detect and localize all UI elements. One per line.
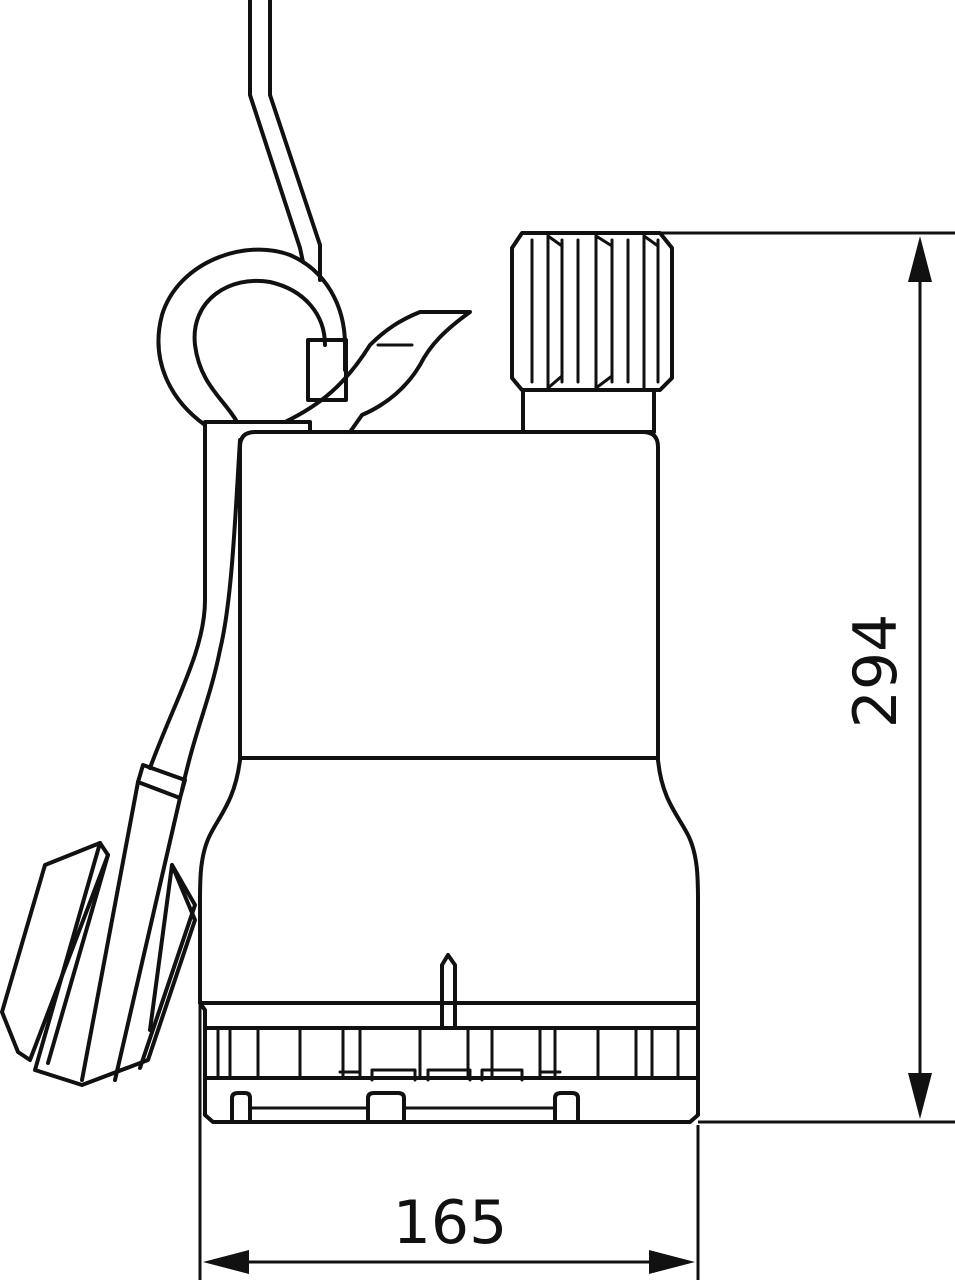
width-arrow-left — [203, 1250, 249, 1274]
width-dimension-label: 165 — [393, 1188, 508, 1258]
carry-handle — [156, 247, 348, 427]
height-dimension: 294 — [660, 231, 955, 1124]
level-pin — [440, 953, 457, 1030]
width-dimension: 165 — [198, 1005, 700, 1280]
power-cable — [248, 0, 322, 282]
base-strainer — [198, 1001, 700, 1124]
top-plate — [203, 420, 312, 434]
height-arrow-bottom — [908, 1073, 932, 1119]
discharge-outlet — [510, 231, 674, 434]
height-arrow-top — [908, 236, 932, 282]
motor-housing — [238, 430, 660, 762]
float-cable — [148, 423, 242, 792]
float-switch — [0, 763, 197, 1087]
width-arrow-right — [649, 1250, 695, 1274]
float-switch-lever — [283, 310, 472, 434]
pump-body — [198, 758, 700, 1005]
height-dimension-label: 294 — [841, 614, 911, 729]
